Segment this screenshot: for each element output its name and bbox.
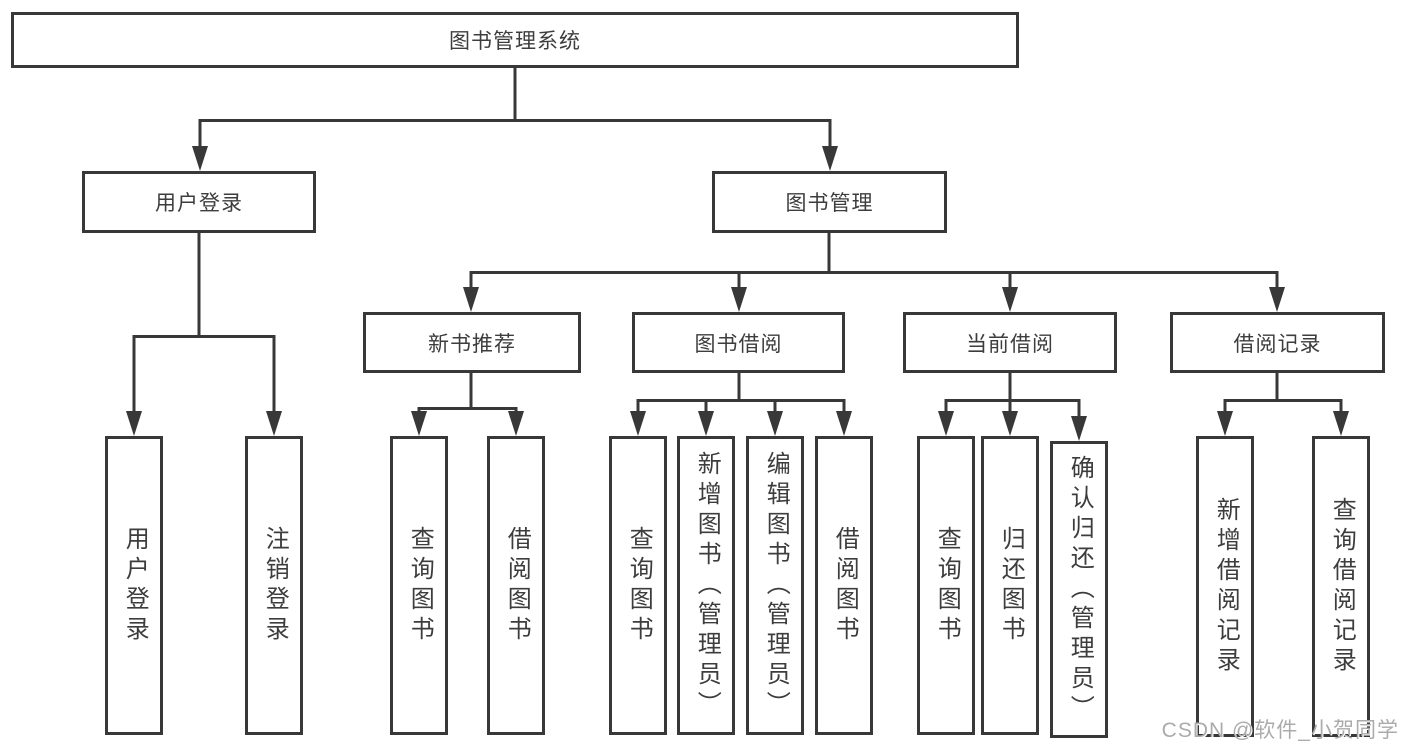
node-borrow-records: 借阅记录 [1170,312,1385,373]
watermark-text: CSDN @软件_小贺同学 [1161,719,1399,742]
leaf-add-book-admin-label: 新增图书（管理员） [693,450,721,721]
leaf-query-borrow-record-label: 查询借阅记录 [1328,496,1356,677]
node-new-book-recommend: 新书推荐 [363,312,581,373]
node-root: 图书管理系统 [11,12,1019,68]
leaf-query-books-2-label: 查询图书 [625,525,653,646]
leaf-borrow-books-2-label: 借阅图书 [831,525,859,646]
leaf-borrow-books-2: 借阅图书 [815,436,873,735]
leaf-confirm-return-admin-label: 确认归还（管理员） [1066,454,1094,725]
leaf-query-books-1-label: 查询图书 [406,525,434,646]
leaf-query-books-2: 查询图书 [609,436,667,735]
leaf-edit-book-admin-label: 编辑图书（管理员） [762,450,790,721]
leaf-return-books: 归还图书 [981,436,1039,735]
leaf-edit-book-admin: 编辑图书（管理员） [746,436,804,735]
leaf-add-borrow-record-label: 新增借阅记录 [1212,496,1240,677]
leaf-logout: 注销登录 [245,436,303,735]
node-book-borrowing: 图书借阅 [632,312,845,373]
leaf-query-books-3-label: 查询图书 [933,525,961,646]
leaf-borrow-books-1: 借阅图书 [487,436,545,735]
leaf-query-books-3: 查询图书 [917,436,975,735]
leaf-query-books-1: 查询图书 [390,436,448,735]
leaf-confirm-return-admin: 确认归还（管理员） [1050,441,1108,738]
leaf-user-login: 用户登录 [105,436,163,735]
node-current-borrowing: 当前借阅 [903,312,1117,373]
leaf-user-login-label: 用户登录 [121,525,149,646]
node-book-management: 图书管理 [712,171,947,233]
leaf-query-borrow-record: 查询借阅记录 [1312,436,1370,737]
leaf-logout-label: 注销登录 [261,525,289,646]
leaf-borrow-books-1-label: 借阅图书 [503,525,531,646]
node-user-login: 用户登录 [82,171,316,233]
leaf-return-books-label: 归还图书 [997,525,1025,646]
leaf-add-borrow-record: 新增借阅记录 [1196,436,1254,737]
leaf-add-book-admin: 新增图书（管理员） [677,436,735,735]
